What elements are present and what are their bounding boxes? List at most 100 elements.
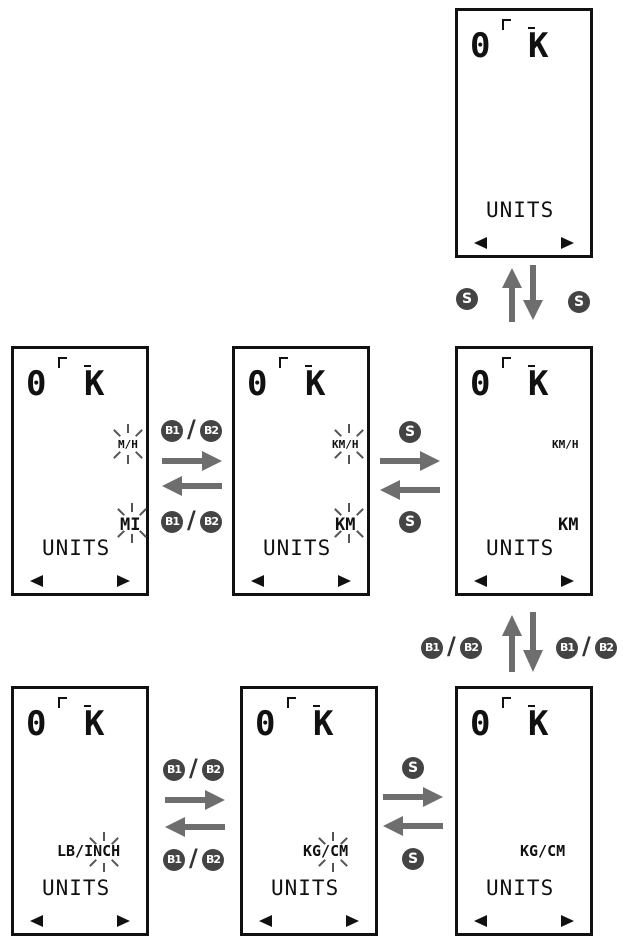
button-s-badge: S <box>402 848 424 870</box>
speed-unit-label: M/H <box>118 438 138 451</box>
weight-unit-label: LB/INCH <box>57 842 121 860</box>
segment-mark <box>528 365 535 367</box>
segment-mark <box>313 705 320 707</box>
screen-units-top: 0 K UNITS <box>455 8 593 258</box>
blink-rays-icon <box>112 503 152 543</box>
separator-slash: / <box>187 506 196 534</box>
segment-mark <box>305 365 312 367</box>
distance-unit-label: KM <box>558 515 579 535</box>
screen-km-kmh: 0 K KM/H KM UNITS <box>455 346 593 596</box>
arrow-right-row3-left <box>165 790 225 810</box>
display-letter: K <box>528 364 549 404</box>
separator-slash: / <box>447 632 456 660</box>
button-b1-badge: B1 <box>161 420 183 442</box>
separator-slash: / <box>189 754 198 782</box>
blink-rays-icon <box>329 503 369 543</box>
screen-km-kmh-blinking: 0 K KM/H KM UNITS <box>232 346 370 596</box>
button-b1-badge: B1 <box>161 511 183 533</box>
speed-unit-label: KM/H <box>332 438 359 451</box>
button-b2-badge: B2 <box>202 759 224 781</box>
blink-rays-icon <box>329 424 369 464</box>
segment-mark <box>528 27 535 29</box>
segment-mark <box>279 357 288 368</box>
left-triangle-icon <box>474 575 487 587</box>
left-triangle-icon <box>259 915 272 927</box>
display-letter: K <box>84 364 105 404</box>
segment-mark <box>528 705 535 707</box>
right-triangle-icon <box>338 575 351 587</box>
button-b1-badge: B1 <box>556 637 578 659</box>
screen-mi-mph: 0 K M/H MI UNITS <box>11 346 149 596</box>
button-b1-badge: B1 <box>163 759 185 781</box>
display-letter: K <box>313 704 334 744</box>
left-triangle-icon <box>30 575 43 587</box>
weight-unit-label: KG/CM <box>303 842 349 860</box>
button-b2-badge: B2 <box>595 637 617 659</box>
button-b2-badge: B2 <box>202 849 224 871</box>
screen-kg-cm: 0 K KG/CM UNITS <box>455 686 593 936</box>
button-b2-badge: B2 <box>460 637 482 659</box>
blink-rays-icon <box>313 832 353 872</box>
arrow-right-row2-left <box>162 451 222 471</box>
arrow-down-top <box>523 265 543 320</box>
arrow-up-mid <box>502 615 522 672</box>
screen-lb-inch: 0 K LB/INCH UNITS <box>11 686 149 936</box>
segment-mark <box>84 365 91 367</box>
segment-mark <box>287 697 296 708</box>
arrow-left-row2-right <box>380 480 440 500</box>
segment-mark <box>502 697 511 708</box>
arrow-up-top <box>502 268 522 322</box>
separator-slash: / <box>189 844 198 872</box>
display-letter: K <box>528 26 549 66</box>
right-triangle-icon <box>117 915 130 927</box>
button-s-badge: S <box>399 511 421 533</box>
display-digit: 0 <box>470 704 491 744</box>
screen-kg-cm-blinking: 0 K KG/CM UNITS <box>240 686 378 936</box>
arrow-left-row3-right <box>383 816 443 836</box>
button-b2-badge: B2 <box>200 420 222 442</box>
display-digit: 0 <box>26 364 47 404</box>
segment-mark <box>84 705 91 707</box>
distance-unit-label: KM <box>335 515 356 535</box>
display-digit: 0 <box>255 704 276 744</box>
speed-unit-label: KM/H <box>552 438 579 451</box>
segment-mark <box>58 697 67 708</box>
arrow-right-row2-right <box>380 451 440 471</box>
segment-mark <box>58 357 67 368</box>
display-digit: 0 <box>470 26 491 66</box>
right-triangle-icon <box>561 915 574 927</box>
display-digit: 0 <box>26 704 47 744</box>
blink-rays-icon <box>84 832 124 872</box>
segment-mark <box>502 19 511 30</box>
distance-unit-label: MI <box>120 515 141 535</box>
left-triangle-icon <box>474 237 487 249</box>
display-digit: 0 <box>470 364 491 404</box>
right-triangle-icon <box>561 237 574 249</box>
units-label: UNITS <box>486 876 555 900</box>
units-label: UNITS <box>486 198 555 222</box>
blink-rays-icon <box>108 424 148 464</box>
units-label: UNITS <box>271 876 340 900</box>
display-letter: K <box>305 364 326 404</box>
button-s-badge: S <box>399 421 421 443</box>
left-triangle-icon <box>30 915 43 927</box>
right-triangle-icon <box>346 915 359 927</box>
arrow-right-row3-right <box>383 787 443 807</box>
button-s-badge: S <box>402 757 424 779</box>
left-triangle-icon <box>474 915 487 927</box>
display-digit: 0 <box>247 364 268 404</box>
units-label: UNITS <box>486 536 555 560</box>
button-s-badge: S <box>456 288 478 310</box>
right-triangle-icon <box>117 575 130 587</box>
arrow-left-row3-left <box>165 817 225 837</box>
display-letter: K <box>528 704 549 744</box>
units-label: UNITS <box>42 536 111 560</box>
display-letter: K <box>84 704 105 744</box>
separator-slash: / <box>187 415 196 443</box>
arrow-down-mid <box>523 612 543 672</box>
left-triangle-icon <box>251 575 264 587</box>
separator-slash: / <box>582 632 591 660</box>
button-s-badge: S <box>568 291 590 313</box>
segment-mark <box>502 357 511 368</box>
